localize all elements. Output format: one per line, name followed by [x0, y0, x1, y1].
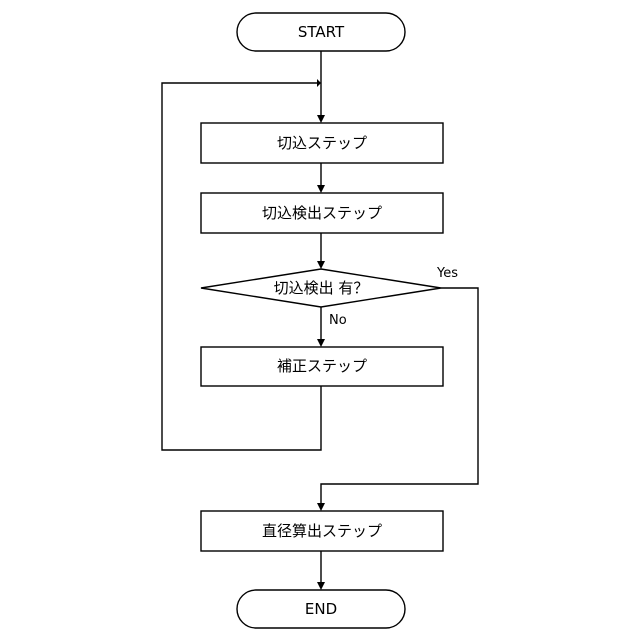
no-label: No: [329, 313, 347, 328]
edge-diameter-to-end: [317, 551, 325, 590]
cut-step-box: 切込ステップ: [201, 123, 443, 163]
correct-step-label: 補正ステップ: [277, 357, 367, 375]
decision-label: 切込検出 有？: [274, 279, 369, 297]
correct-step-box: 補正ステップ: [201, 347, 443, 386]
detect-step-label: 切込検出ステップ: [262, 204, 382, 222]
cut-step-label: 切込ステップ: [277, 134, 367, 152]
end-terminator: END: [237, 590, 405, 628]
diameter-step-box: 直径算出ステップ: [201, 511, 443, 551]
edge-cut-to-detect: [317, 163, 325, 193]
yes-label: Yes: [436, 266, 458, 281]
diameter-step-label: 直径算出ステップ: [262, 522, 382, 540]
edge-no-branch: [317, 307, 325, 347]
start-terminator: START: [237, 13, 405, 51]
decision-diamond: 切込検出 有？: [201, 269, 441, 307]
start-label: START: [298, 23, 345, 41]
detect-step-box: 切込検出ステップ: [201, 193, 443, 233]
edge-detect-to-decision: [317, 233, 325, 269]
edge-start-to-cut: [317, 51, 325, 123]
end-label: END: [305, 600, 337, 618]
